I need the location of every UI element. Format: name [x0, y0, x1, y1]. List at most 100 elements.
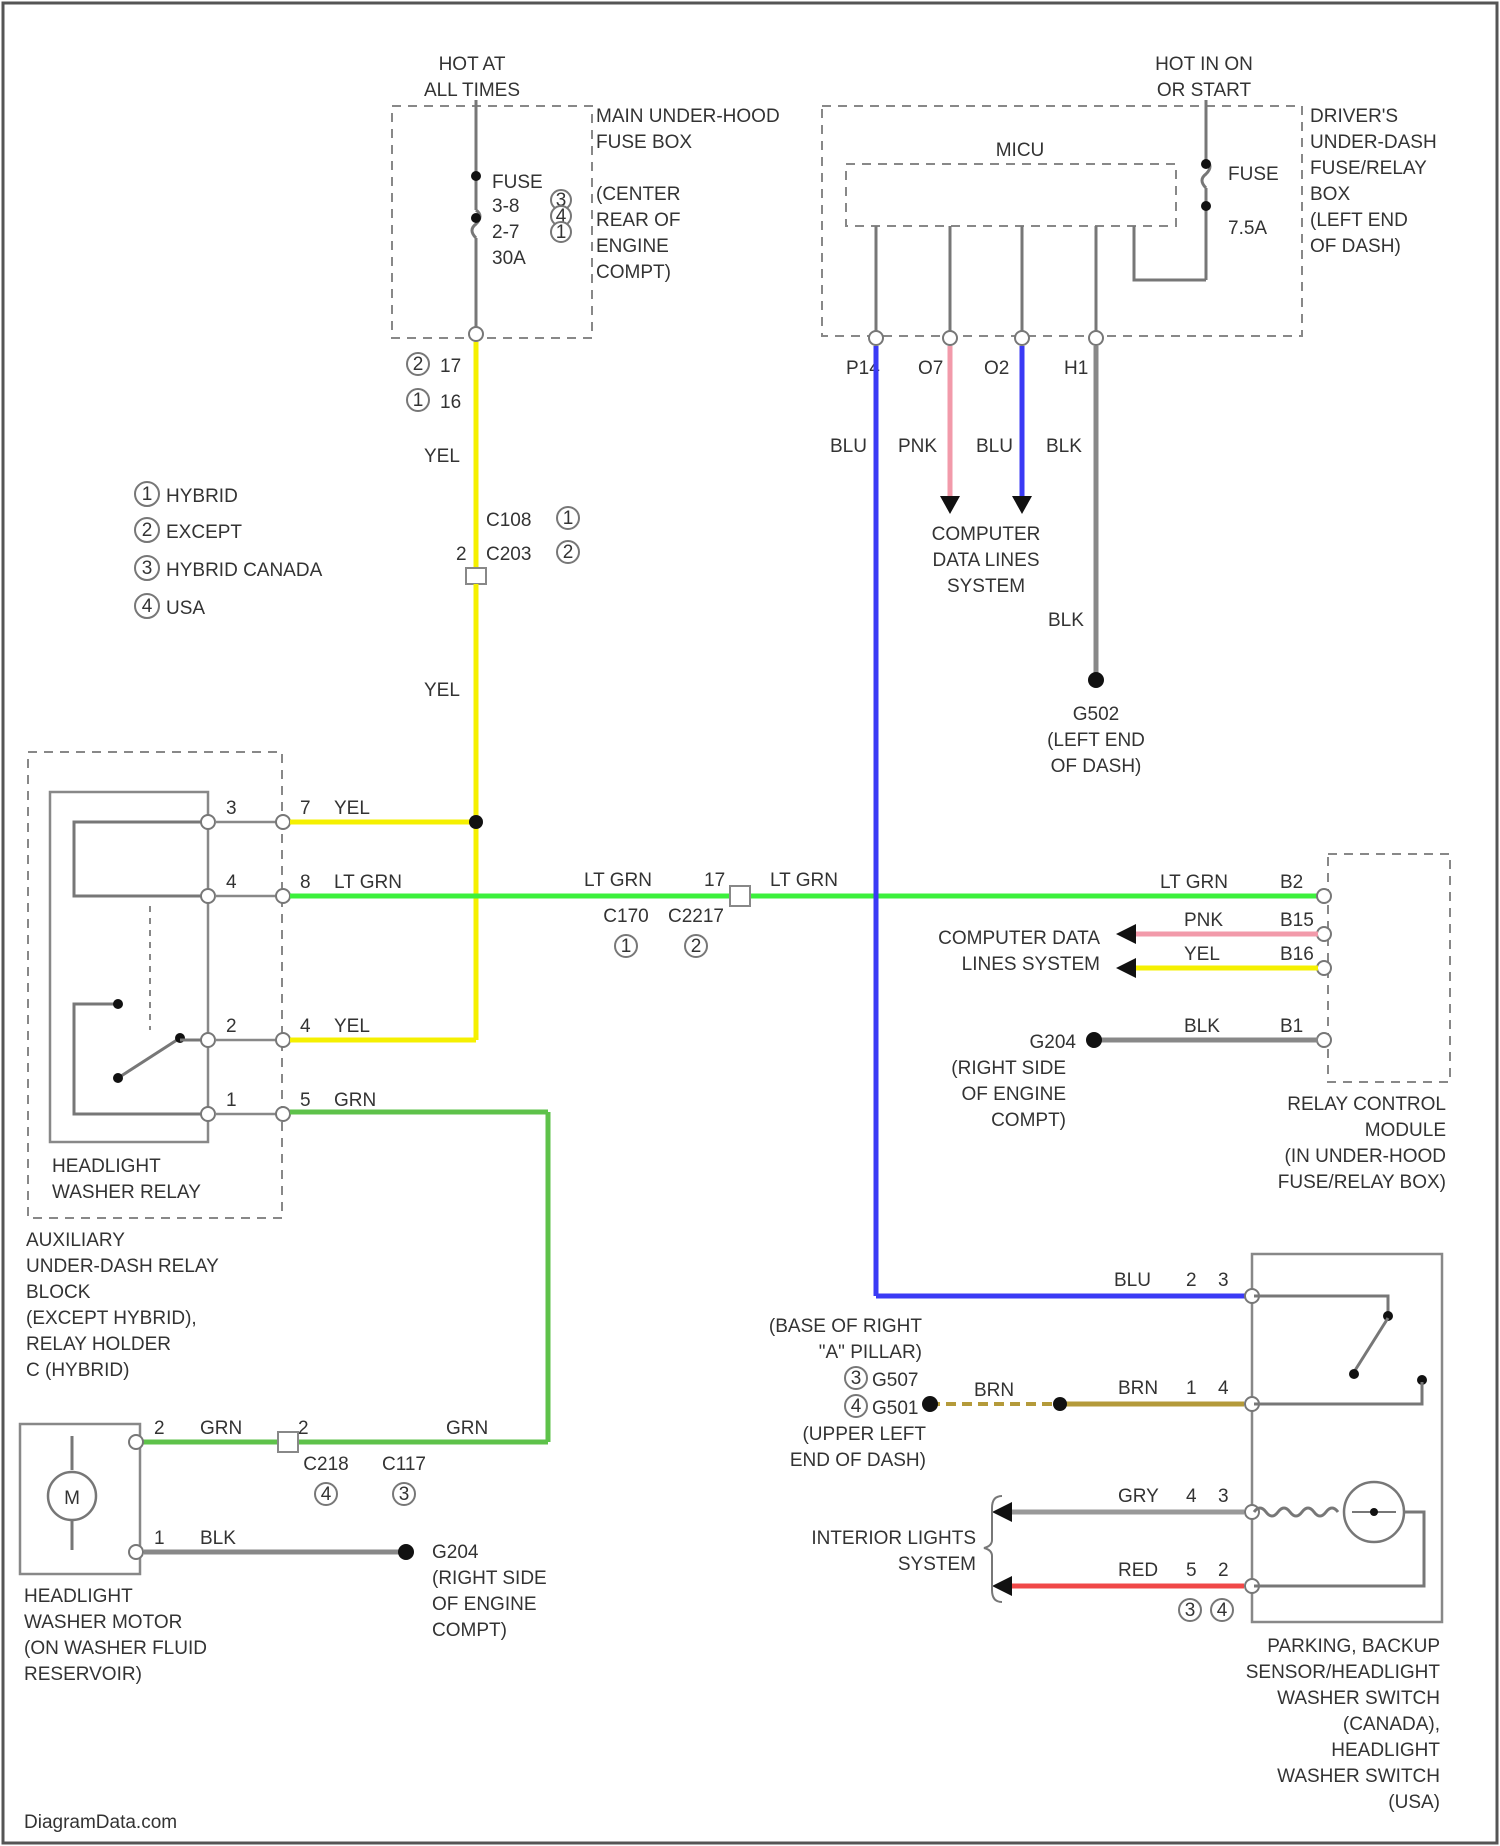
headlight-washer-switch: BLU23BRN14GRY43RED52 BRN (BASE OF RIGHT …	[769, 1254, 1442, 1813]
block-label-3: BLOCK	[26, 1282, 91, 1303]
g204-motor-2: (RIGHT SIDE	[432, 1568, 547, 1589]
fuse-label: FUSE	[492, 172, 543, 193]
switch-label-7: (USA)	[1388, 1792, 1440, 1813]
switch-pin-b: 4	[1218, 1378, 1229, 1399]
switch-pin-a: 5	[1186, 1560, 1197, 1581]
fuse-num-b: 2-7	[492, 222, 519, 243]
wire-brn-left: BRN	[974, 1380, 1014, 1401]
switch-label-5: HEADLIGHT	[1331, 1740, 1440, 1761]
computer-data-top-2: DATA LINES	[933, 550, 1040, 571]
relay-out-pin: 8	[300, 872, 311, 893]
wire-yel-mid: YEL	[424, 680, 460, 701]
motor-pin-1: 1	[154, 1528, 165, 1549]
relay-in-pin: 2	[226, 1016, 237, 1037]
g502-label-2: (LEFT END	[1047, 730, 1145, 751]
relay-label-1: HEADLIGHT	[52, 1156, 161, 1177]
driver-box-label-5: (LEFT END	[1310, 210, 1408, 231]
svg-text:1: 1	[413, 390, 424, 411]
relay-wire-color: YEL	[334, 798, 370, 819]
switch-label-2: SENSOR/HEADLIGHT	[1246, 1662, 1441, 1683]
hot-in-on-1: HOT IN ON	[1155, 54, 1253, 75]
conn-pin-2: 2	[298, 1418, 309, 1439]
fuse-amps: 30A	[492, 248, 526, 269]
g502-label-3: OF DASH)	[1051, 756, 1142, 777]
svg-text:1: 1	[563, 508, 574, 529]
driver-box-label-4: BOX	[1310, 184, 1350, 205]
c218-label: C218	[303, 1454, 348, 1475]
relay-wire-color: LT GRN	[334, 872, 402, 893]
g204-rcm-4: COMPT)	[991, 1110, 1066, 1131]
c108-label: C108	[486, 510, 531, 531]
motor-label-4: RESERVOIR)	[24, 1664, 142, 1685]
driver-box-label-6: OF DASH)	[1310, 236, 1401, 257]
data-lines-2: LINES SYSTEM	[962, 954, 1100, 975]
fuse-variant-marks: 3 4 1	[551, 190, 571, 243]
g204-rcm-1: G204	[1030, 1032, 1077, 1053]
motor-label-3: (ON WASHER FLUID	[24, 1638, 207, 1659]
ground-g502: BLK G502 (LEFT END OF DASH)	[1047, 346, 1145, 777]
switch-wire-color: RED	[1118, 1560, 1158, 1581]
block-label-2: UNDER-DASH RELAY	[26, 1256, 219, 1277]
relay-in-pin: 3	[226, 798, 237, 819]
ltgrn-run: LT GRN 17 LT GRN C170 1 C2217 2	[584, 870, 838, 957]
rcm-wire-color: BLK	[1184, 1016, 1220, 1037]
g204-motor-1: G204	[432, 1542, 479, 1563]
g502-label-1: G502	[1073, 704, 1119, 725]
svg-text:3: 3	[142, 558, 153, 579]
switch-pin-b: 3	[1218, 1486, 1229, 1507]
relay-out-pin: 4	[300, 1016, 311, 1037]
ltgrn-pin-17: 17	[704, 870, 725, 891]
legend-usa: USA	[166, 598, 205, 619]
ground-b-1: (UPPER LEFT	[802, 1424, 926, 1445]
wire-yel-top: YEL	[424, 446, 460, 467]
fuse-location-1: (CENTER	[596, 184, 680, 205]
block-label-4: (EXCEPT HYBRID),	[26, 1308, 197, 1329]
legend-hybrid: HYBRID	[166, 486, 238, 507]
rcm-wire-color: LT GRN	[1160, 872, 1228, 893]
driver-fuse-box: HOT IN ON OR START MICU FUSE 7.5A DRIVER…	[822, 54, 1437, 457]
fuse-location-4: COMPT)	[596, 262, 671, 283]
block-label-5: RELAY HOLDER	[26, 1334, 171, 1355]
c170-label: C170	[603, 906, 648, 927]
g501-label: G501	[872, 1398, 918, 1419]
block-label-1: AUXILIARY	[26, 1230, 125, 1251]
legend-hybrid-canada: HYBRID CANADA	[166, 560, 323, 581]
motor-label-1: HEADLIGHT	[24, 1586, 133, 1607]
svg-text:2: 2	[413, 354, 424, 375]
switch-pin-b: 3	[1218, 1270, 1229, 1291]
relay-wires	[140, 815, 1318, 1442]
g204-motor-3: OF ENGINE	[432, 1594, 537, 1615]
switch-label-6: WASHER SWITCH	[1277, 1766, 1440, 1787]
driver-box-label-1: DRIVER'S	[1310, 106, 1398, 127]
wire-blk-h1: BLK	[1046, 436, 1082, 457]
switch-pin-a: 1	[1186, 1378, 1197, 1399]
driver-fuse-label: FUSE	[1228, 164, 1279, 185]
wire-ltgrn-a: LT GRN	[584, 870, 652, 891]
computer-data-top-3: SYSTEM	[947, 576, 1025, 597]
rcm-pin: B16	[1280, 944, 1314, 965]
top-data-lines: COMPUTER DATA LINES SYSTEM	[932, 346, 1041, 597]
g204-rcm-2: (RIGHT SIDE	[951, 1058, 1066, 1079]
svg-text:4: 4	[1217, 1600, 1228, 1621]
svg-text:2: 2	[142, 520, 153, 541]
svg-text:2: 2	[691, 936, 702, 957]
ground-a-2: "A" PILLAR)	[819, 1342, 922, 1363]
relay-label-2: WASHER RELAY	[52, 1182, 201, 1203]
motor-label-2: WASHER MOTOR	[24, 1612, 182, 1633]
switch-label-4: (CANADA),	[1343, 1714, 1440, 1735]
rcm-wire-color: PNK	[1184, 910, 1223, 931]
hot-at-all-times-2: ALL TIMES	[424, 80, 520, 101]
computer-data-top-1: COMPUTER	[932, 524, 1041, 545]
relay-out-pin: 5	[300, 1090, 311, 1111]
micu-label: MICU	[996, 140, 1045, 161]
switch-label-1: PARKING, BACKUP	[1267, 1636, 1440, 1657]
g204-motor-4: COMPT)	[432, 1620, 507, 1641]
fuse-location-3: ENGINE	[596, 236, 669, 257]
pin-h1: H1	[1064, 358, 1088, 379]
wire-grn-right: GRN	[446, 1418, 488, 1439]
wire-blk-motor: BLK	[200, 1528, 236, 1549]
driver-box-label-2: UNDER-DASH	[1310, 132, 1437, 153]
relay-in-pin: 1	[226, 1090, 237, 1111]
